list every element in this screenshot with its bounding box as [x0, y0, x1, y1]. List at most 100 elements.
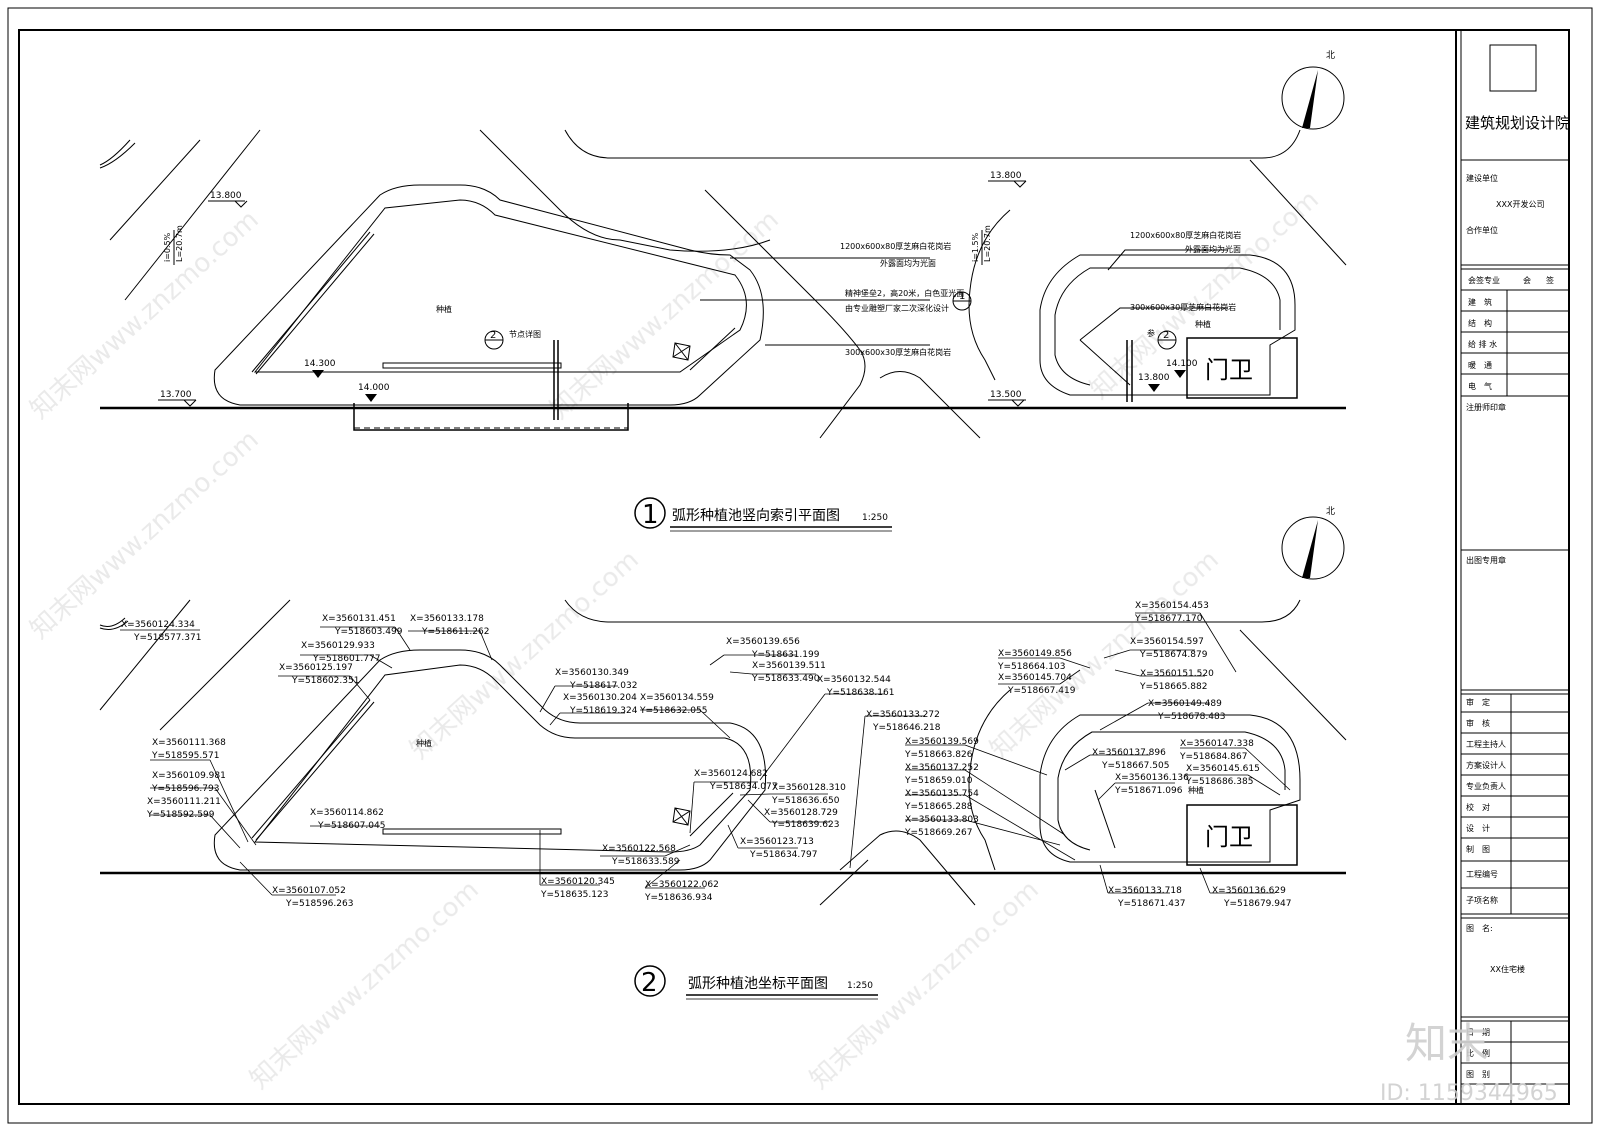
role-6: 设 计 — [1466, 823, 1490, 833]
coord-x: X=3560129.933 — [301, 641, 375, 651]
coord-y: Y=518667.505 — [1101, 761, 1169, 771]
coord-x: X=3560122.568 — [602, 844, 676, 854]
roles-table: 审 定 审 核 工程主持人 方案设计人 专业负责人 校 对 设 计 制 图 工程… — [1461, 697, 1569, 905]
planting-pool-right-inner — [1057, 731, 1286, 851]
drawing-name-label: 图 名: — [1466, 923, 1493, 933]
watermark-text: 知末网www.znzmo.com — [405, 545, 645, 765]
coord-y: Y=518633.589 — [611, 857, 680, 867]
coord-y: Y=518595.571 — [151, 751, 219, 761]
role-8: 工程编号 — [1466, 869, 1498, 879]
road-curb — [99, 139, 136, 169]
leader-line — [1107, 249, 1228, 271]
plan-1-labels: 北 13.800 14.300 14.000 13.700 13.800 14.… — [158, 50, 1345, 532]
discipline-2: 给 排 水 — [1468, 339, 1497, 349]
plan-2-labels: 北 种植 种植 门卫 X=3560124.334 Y=518577.371 X=… — [121, 506, 1345, 1000]
coord-x: X=3560130.349 — [555, 668, 629, 678]
coord-y: Y=518596.263 — [285, 899, 353, 909]
discipline-1: 结 构 — [1468, 318, 1492, 328]
slope-label: i=1.5% — [971, 232, 980, 262]
elevation-label: 13.800 — [1138, 373, 1170, 383]
coord-x: X=3560109.981 — [152, 771, 226, 781]
role-4: 专业负责人 — [1466, 781, 1506, 791]
detail-mark-number: 2 — [490, 330, 496, 341]
coord-x: X=3560139.656 — [726, 637, 800, 647]
coord-x: X=3560123.713 — [740, 837, 814, 847]
north-label: 北 — [1326, 506, 1335, 517]
coord-y: Y=518603.499 — [334, 627, 403, 637]
road-curb — [99, 617, 129, 630]
watermark-text: 知末网www.znzmo.com — [25, 425, 265, 645]
coord-x: X=3560145.704 — [998, 673, 1072, 683]
watermark-text: 知末网www.znzmo.com — [545, 205, 785, 425]
coord-x: X=3560136.136 — [1115, 773, 1189, 783]
coord-y: Y=518674.879 — [1139, 650, 1208, 660]
logo-box — [1489, 44, 1537, 92]
planting-pool-left — [213, 184, 764, 406]
material-note: 300x600x30厚芝麻白花岗岩 — [845, 347, 951, 357]
coord-y: Y=518631.199 — [751, 650, 820, 660]
road-edge — [1239, 629, 1347, 741]
inner-border — [18, 29, 1570, 1105]
elevation-label: 14.000 — [358, 383, 390, 393]
seal-label: 注册师印章 — [1466, 402, 1506, 412]
coord-y: Y=518577.371 — [133, 633, 201, 643]
coord-y: Y=518634.077 — [709, 782, 777, 792]
role-3: 方案设计人 — [1466, 760, 1506, 770]
road-edge — [704, 189, 866, 439]
coord-y: Y=518638.161 — [826, 688, 894, 698]
coord-x: X=3560130.204 — [563, 693, 637, 703]
planting-pool-right — [1039, 254, 1296, 396]
elevation-label: 14.100 — [1166, 359, 1198, 369]
role-9: 子项名称 — [1466, 895, 1498, 905]
north-arrow-icon: 北 — [1281, 50, 1345, 130]
plan-number: 1 — [642, 500, 659, 530]
road-edge — [819, 859, 869, 906]
hedge-line — [251, 699, 371, 839]
material-note: 外露面均为光面 — [880, 258, 936, 268]
coord-y: Y=518667.419 — [1007, 686, 1076, 696]
material-note: 由专业雕塑厂家二次深化设计 — [845, 303, 949, 313]
road-edge — [479, 129, 771, 252]
coord-x: X=3560133.178 — [410, 614, 484, 624]
watermark-text: 知末网www.znzmo.com — [25, 205, 265, 425]
coord-x: X=3560124.334 — [121, 620, 195, 630]
plan-title: 弧形种植池坐标平面图 — [688, 976, 828, 992]
coord-x: X=3560128.310 — [772, 783, 846, 793]
coord-x: X=3560122.062 — [645, 880, 719, 890]
road-edge — [879, 371, 981, 439]
coord-y: Y=518646.218 — [872, 723, 941, 733]
slope-label: i=0.5% — [163, 232, 172, 262]
coord-x: X=3560137.252 — [905, 763, 979, 773]
diagonal-line — [99, 599, 191, 711]
coord-y: Y=518633.490 — [751, 674, 820, 684]
coord-x: X=3560125.197 — [279, 663, 353, 673]
discipline-3: 暖 通 — [1468, 360, 1492, 370]
detail-mark: 1 — [952, 291, 972, 311]
coord-y: Y=518602.351 — [291, 676, 359, 686]
slope-label: L=20.7m — [983, 225, 992, 262]
plan-2 — [99, 599, 1347, 906]
coord-x: X=3560149.856 — [998, 649, 1072, 659]
gate-house — [1186, 337, 1298, 399]
watermark-logo: 知末 — [1405, 1019, 1489, 1068]
ref-text: 参 — [1147, 328, 1155, 338]
cosign-header-1: 会 — [1523, 275, 1531, 285]
client-value: XXX开发公司 — [1496, 199, 1544, 209]
coord-y: Y=518636.650 — [771, 796, 840, 806]
elevation-label: 13.700 — [160, 390, 192, 400]
watermark-text: 知末网www.znzmo.com — [805, 875, 1045, 1095]
road-edge — [968, 209, 1011, 381]
elevation-label: 13.800 — [210, 191, 242, 201]
coord-x: X=3560132.544 — [817, 675, 891, 685]
role-1: 审 核 — [1466, 718, 1490, 728]
planting-pool-left-inner — [253, 199, 747, 373]
hedge-line — [1079, 339, 1131, 386]
plan-1 — [99, 129, 1347, 439]
hedge-line — [251, 231, 371, 373]
coord-y: Y=518632.055 — [639, 706, 707, 716]
coord-y: Y=518659.010 — [904, 776, 973, 786]
coord-x: X=3560111.368 — [152, 738, 226, 748]
coord-y: Y=518678.483 — [1157, 712, 1225, 722]
leader-line — [1079, 307, 1228, 341]
material-note: 1200x600x80厚芝麻白花岗岩 — [840, 241, 951, 251]
